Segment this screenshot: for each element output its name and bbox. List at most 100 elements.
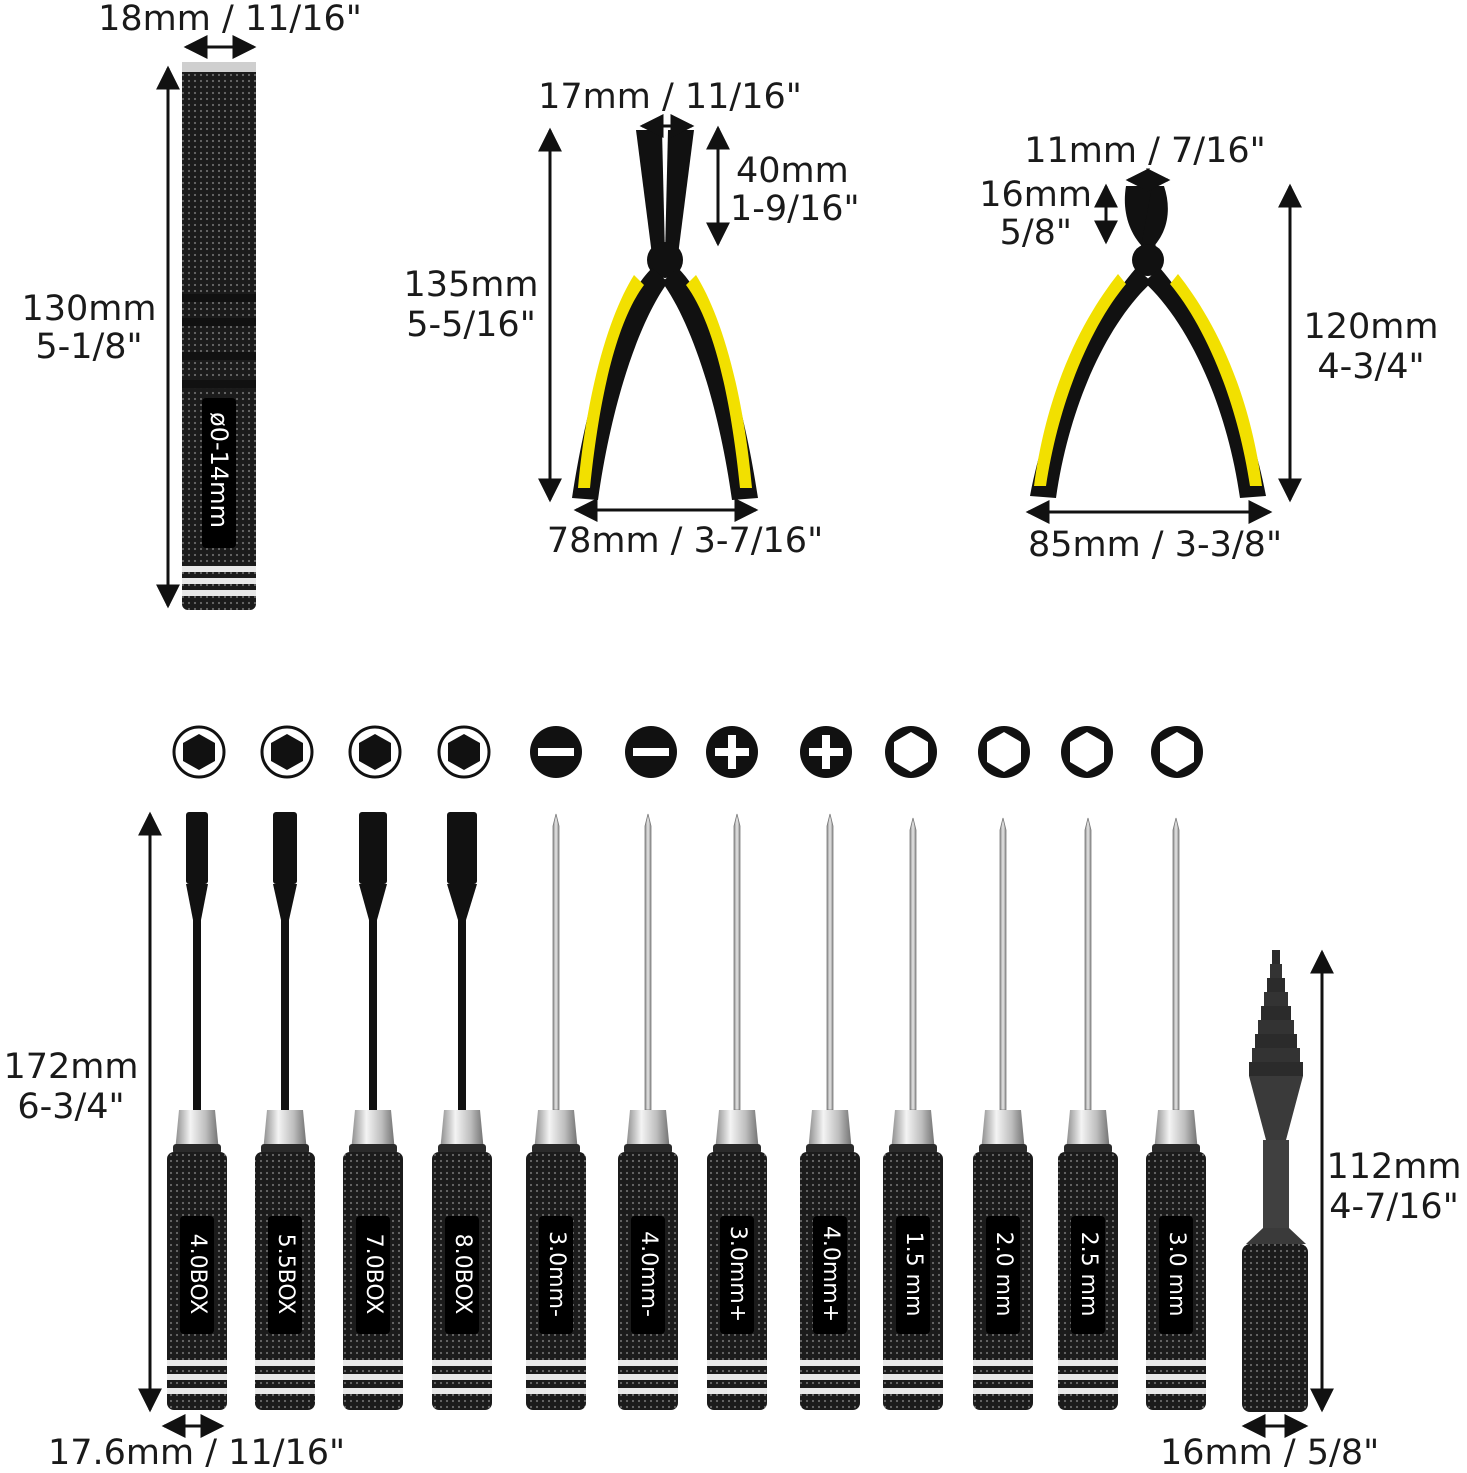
drivers-group xyxy=(167,812,1206,1410)
handle-ring xyxy=(800,1374,860,1380)
socket-head xyxy=(273,812,297,884)
driver-size-label: 8.0BOX xyxy=(450,1233,475,1315)
socket-head xyxy=(186,812,208,884)
driver-collar-ring xyxy=(806,1144,854,1154)
socket-shaft xyxy=(281,920,289,1110)
step-drill-length-mm-label: 112mm xyxy=(1326,1147,1462,1187)
handle-ring xyxy=(343,1374,403,1380)
handle-ring xyxy=(707,1360,767,1366)
long-nose-length-mm-label: 135mm xyxy=(403,265,539,305)
socket-taper xyxy=(447,884,477,920)
handle-ring xyxy=(167,1360,227,1366)
driver-shaft xyxy=(1084,817,1092,1111)
hex-socket-tip-icon xyxy=(260,725,314,779)
hex-socket-tip-icon xyxy=(348,725,402,779)
drivers-handle-width-label: 17.6mm / 11/16" xyxy=(48,1433,346,1473)
long-nose-tip-width-label: 17mm / 11/16" xyxy=(538,77,802,117)
step-drill-tool xyxy=(1242,950,1308,1412)
handle-label-plate xyxy=(1159,1216,1193,1334)
hex-key-tip-icon xyxy=(1061,726,1113,778)
long-nose-pliers-dimension-arrows xyxy=(538,114,759,522)
handle-label-plate xyxy=(986,1216,1020,1334)
socket-shaft xyxy=(369,920,377,1110)
socket-shaft xyxy=(193,920,201,1110)
drivers-length-in-label: 6-3/4" xyxy=(17,1087,125,1127)
flat-tip-icon xyxy=(530,726,582,778)
handle-ring xyxy=(1146,1388,1206,1394)
driver-hex-socket xyxy=(167,812,227,1410)
driver-collar-ring xyxy=(624,1144,672,1154)
tip-icons-row xyxy=(172,725,1203,779)
driver-flat xyxy=(618,813,678,1410)
driver-size-label: 4.0mm+ xyxy=(818,1225,843,1323)
handle-label-plate xyxy=(896,1216,930,1334)
driver-shaft xyxy=(733,813,741,1111)
handle-ring xyxy=(1058,1388,1118,1394)
handle-ring xyxy=(1058,1360,1118,1366)
handle-ring xyxy=(973,1388,1033,1394)
driver-size-label: 3.0mm+ xyxy=(725,1225,750,1323)
driver-collar xyxy=(626,1110,670,1152)
handle-ring xyxy=(973,1360,1033,1366)
handle-ring xyxy=(883,1374,943,1380)
cutter-length-mm-label: 120mm xyxy=(1303,307,1439,347)
reamer-handle-text: ø0-14mm xyxy=(205,412,233,528)
driver-collar xyxy=(891,1110,935,1152)
driver-hex-key xyxy=(1146,817,1206,1410)
driver-collar xyxy=(808,1110,852,1152)
handle-ring xyxy=(618,1374,678,1380)
driver-collar xyxy=(534,1110,578,1152)
driver-collar xyxy=(715,1110,759,1152)
handle-label-plate xyxy=(631,1216,665,1334)
cutter-jaw-length-mm-label: 16mm xyxy=(979,175,1092,215)
handle-ring xyxy=(707,1374,767,1380)
driver-shaft xyxy=(1172,817,1180,1111)
driver-collar-ring xyxy=(889,1144,937,1154)
handle-label-plate xyxy=(356,1216,390,1334)
long-nose-jaw-length-in-label: 1-9/16" xyxy=(730,189,860,229)
driver-shaft xyxy=(644,813,652,1111)
handle-ring xyxy=(526,1388,586,1394)
handle-ring xyxy=(432,1388,492,1394)
driver-size-label: 2.0 mm xyxy=(991,1231,1016,1317)
driver-collar-ring xyxy=(1152,1144,1200,1154)
socket-taper xyxy=(273,884,297,920)
reamer-length-mm-label: 130mm xyxy=(21,289,157,329)
handle-label-plate xyxy=(445,1216,479,1334)
socket-head xyxy=(359,812,387,884)
handle-ring xyxy=(343,1360,403,1366)
handle-ring xyxy=(1146,1360,1206,1366)
long-nose-width-label: 78mm / 3-7/16" xyxy=(546,521,824,561)
socket-taper xyxy=(186,884,208,920)
cutter-pliers xyxy=(1030,186,1266,498)
driver-collar-ring xyxy=(532,1144,580,1154)
driver-collar-ring xyxy=(979,1144,1027,1154)
handle-ring xyxy=(432,1360,492,1366)
handle-ring xyxy=(167,1374,227,1380)
driver-size-label: 3.0mm- xyxy=(544,1231,569,1317)
driver-phillips xyxy=(800,813,860,1410)
flat-tip-icon xyxy=(625,726,677,778)
driver-hex-socket xyxy=(255,812,315,1410)
phillips-tip-icon xyxy=(706,726,758,778)
driver-hex-socket xyxy=(432,812,492,1410)
handle-ring xyxy=(255,1360,315,1366)
driver-phillips xyxy=(707,813,767,1410)
driver-size-label: 2.5 mm xyxy=(1076,1231,1101,1317)
driver-size-label: 4.0mm- xyxy=(636,1231,661,1317)
handle-ring xyxy=(707,1388,767,1394)
reamer-tool xyxy=(182,62,256,610)
hex-socket-tip-icon xyxy=(437,725,491,779)
cutter-length-in-label: 4-3/4" xyxy=(1317,347,1425,387)
driver-hex-key xyxy=(1058,817,1118,1410)
driver-hex-key xyxy=(973,817,1033,1410)
handle-ring xyxy=(800,1360,860,1366)
driver-collar-ring xyxy=(173,1144,221,1154)
handle-ring xyxy=(883,1388,943,1394)
step-drill-width-label: 16mm / 5/8" xyxy=(1160,1433,1380,1473)
driver-collar xyxy=(175,1110,219,1152)
driver-shaft xyxy=(552,813,560,1111)
driver-size-label: 4.0BOX xyxy=(185,1233,210,1315)
hex-key-tip-icon xyxy=(885,726,937,778)
handle-ring xyxy=(255,1388,315,1394)
